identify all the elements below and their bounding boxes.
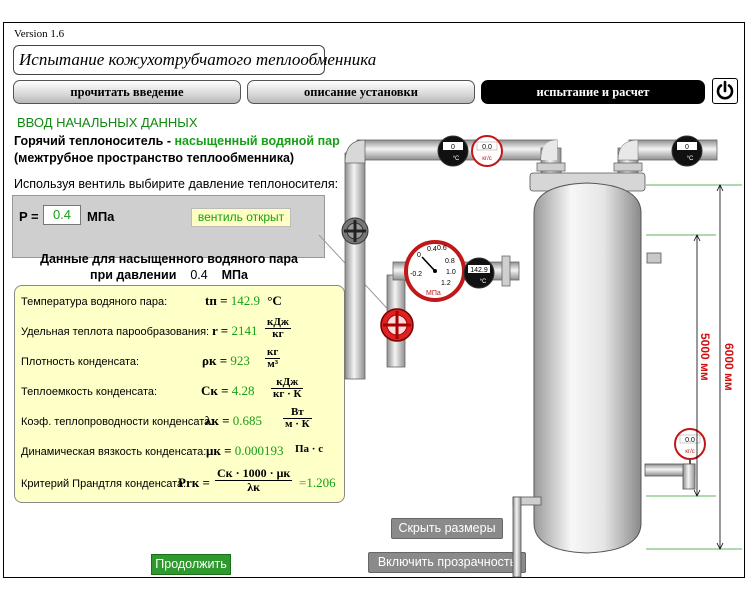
row-latent-heat-symbol: r = 2141 [212, 323, 258, 338]
steam-temp-sensor: 142.9 °C [463, 257, 495, 289]
row-temperature-symbol: tп = 142.9 °C [205, 293, 282, 308]
row-density-unit: кг м³ [265, 346, 281, 370]
app-title: Испытание кожухотрубчатого теплообменник… [13, 45, 376, 75]
instruction-text: Используя вентиль выбирите давление тепл… [14, 177, 339, 191]
bottom-flow-sensor: 0.0 кг/с [674, 428, 706, 464]
pressure-unit: МПа [87, 209, 115, 224]
coolant-value: насыщенный водяной пар [174, 134, 340, 148]
top-right-temp-sensor: 0 °C [671, 135, 703, 167]
heat-exchanger-diagram: -0.2 0 0.4 0.6 0.8 1.0 1.2 МПа 0 °C 0.0 … [318, 135, 742, 578]
prandtl-result: =1.206 [299, 475, 336, 490]
row-density-label: Плотность конденсата: [21, 356, 140, 368]
steam-pressure-label: при давлении [90, 268, 177, 282]
top-right-temp-value: 0 [685, 144, 689, 151]
row-viscosity-unit: Па · с [295, 443, 324, 455]
coolant-prefix: Горячий теплоноситель - [14, 134, 175, 148]
hide-dimensions-button[interactable]: Скрыть размеры [391, 518, 503, 539]
row-viscosity-value: 0.000193 [234, 443, 284, 458]
section-title: ВВОД НАЧАЛЬНЫХ ДАННЫХ [17, 115, 198, 130]
gauge-tick-04: 0.4 [427, 246, 437, 253]
row-heat-capacity-label: Теплоемкость конденсата: [21, 386, 158, 398]
row-latent-heat-unit: кДж кг [265, 316, 291, 340]
row-conductivity-unit: Вт м · К [283, 406, 312, 430]
row-latent-heat-value: 2141 [231, 323, 258, 338]
row-conductivity-value: 0.685 [232, 413, 263, 428]
description-button[interactable]: описание установки [247, 80, 475, 104]
coolant-note: (межтрубное пространство теплообменника) [14, 151, 295, 165]
row-conductivity-label: Коэф. теплопроводности конденсата: [21, 416, 214, 428]
row-temperature-unit: °C [267, 293, 282, 308]
test-tab-button[interactable]: испытание и расчет [481, 80, 705, 104]
bottom-flow-unit: кг/с [685, 449, 694, 455]
steam-data-title: Данные для насыщенного водяного пара при… [34, 251, 304, 283]
row-density-value: 923 [230, 353, 250, 368]
red-valve-handwheel[interactable] [380, 308, 414, 342]
intro-button[interactable]: прочитать введение [13, 80, 241, 104]
gray-valve-handwheel[interactable] [341, 217, 369, 245]
top-right-temp-unit: °C [687, 156, 694, 162]
prandtl-fraction: Cк · 1000 · μк λк [215, 466, 293, 494]
row-density-symbol: ρк = 923 [202, 353, 250, 368]
steam-temp-value: 142.9 [470, 267, 488, 274]
top-flow-value: 0.0 [482, 144, 492, 151]
gauge-tick-10: 1.0 [446, 269, 456, 276]
row-heat-capacity-symbol: Cк = 4.28 [201, 383, 255, 398]
row-temperature-label: Температура водяного пара: [21, 296, 168, 308]
power-icon [716, 80, 734, 100]
bottom-flow-value: 0.0 [685, 437, 695, 444]
gauge-tick-06: 0.6 [437, 245, 447, 252]
prandtl-value: 1.206 [306, 475, 336, 490]
prandtl-symbol: Prк = [178, 475, 210, 490]
dimension-lines [646, 184, 742, 550]
dimension-inner-label: 5000 мм [698, 333, 712, 381]
heat-exchanger-vessel [512, 172, 696, 578]
pressure-panel: P = 0.4 МПа вентиль открыт [12, 195, 325, 258]
top-left-temp-value: 0 [451, 144, 455, 151]
continue-button[interactable]: Продолжить [151, 554, 231, 575]
steam-temp-unit: °C [480, 279, 487, 285]
prandtl-label: Критерий Прандтля конденсата: [21, 478, 187, 490]
pressure-gauge: -0.2 0 0.4 0.6 0.8 1.0 1.2 МПа [404, 240, 466, 302]
dimension-outer-label: 6000 мм [722, 343, 736, 391]
gauge-tick-minus: -0.2 [410, 271, 422, 278]
transparency-button[interactable]: Включить прозрачность [368, 552, 526, 573]
coolant-description: Горячий теплоноситель - насыщенный водян… [14, 133, 340, 167]
steam-title-text: Данные для насыщенного водяного пара [40, 252, 298, 266]
row-heat-capacity-unit: кДж кг · К [271, 376, 304, 400]
gauge-tick-12: 1.2 [441, 280, 451, 287]
gauge-unit: МПа [426, 290, 441, 297]
steam-properties-panel: Температура водяного пара: tп = 142.9 °C… [14, 285, 345, 503]
top-flow-sensor: 0.0 кг/с [471, 135, 503, 167]
row-heat-capacity-value: 4.28 [231, 383, 255, 398]
pressure-input[interactable]: 0.4 [43, 205, 81, 225]
row-conductivity-symbol: λк = 0.685 [205, 413, 263, 428]
steam-pressure-value: 0.4 [190, 268, 208, 282]
valve-status: вентиль открыт [191, 208, 291, 227]
row-latent-heat-label: Удельная теплота парообразования: [21, 326, 210, 338]
row-viscosity-symbol: μк = 0.000193 [206, 443, 284, 458]
app-window: Version 1.6 Испытание кожухотрубчатого т… [3, 22, 745, 578]
gauge-tick-zero: 0 [417, 252, 421, 259]
top-left-temp-unit: °C [453, 156, 460, 162]
pressure-label: P = [19, 209, 39, 224]
gauge-tick-08: 0.8 [445, 258, 455, 265]
power-button[interactable] [712, 78, 738, 104]
top-left-temp-sensor: 0 °C [437, 135, 469, 167]
top-flow-unit: кг/с [482, 156, 491, 162]
version-label: Version 1.6 [14, 28, 65, 40]
steam-pressure-unit: МПа [221, 268, 248, 282]
row-temperature-value: 142.9 [230, 293, 260, 308]
row-viscosity-label: Динамическая вязкость конденсата: [21, 446, 207, 458]
